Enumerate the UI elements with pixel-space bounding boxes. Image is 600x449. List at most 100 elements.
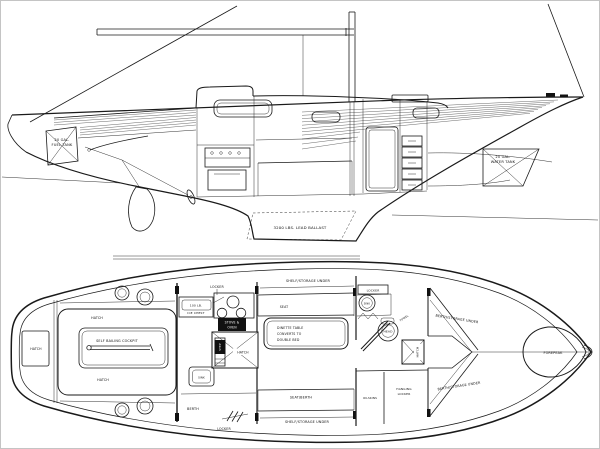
oven-front [207, 169, 247, 191]
stove-knob-2 [219, 151, 223, 155]
dinette-table-inner [266, 320, 346, 347]
doghouse-window-inner [216, 102, 270, 115]
vberth-stbd-label: BERTH/STORAGE UNDER [437, 381, 481, 392]
sliding-hatch [391, 94, 429, 103]
trunk-top [252, 95, 449, 109]
stove-counter [213, 292, 255, 319]
stove-knob-1 [210, 151, 214, 155]
forepeak-plan: FOREPEAK [522, 326, 593, 378]
tiller-grip [86, 345, 92, 351]
propeller-hub [189, 195, 193, 199]
vberth-edge-port [429, 287, 479, 351]
head-door-line-2 [362, 322, 391, 352]
galley-sink-inner [192, 369, 211, 384]
seat-top-profile [257, 160, 353, 164]
stove-front [204, 147, 251, 168]
rudder-blade [128, 186, 156, 232]
ballast-outline: 3200 LBS. LEAD BALLAST [246, 210, 357, 241]
dinette-label-2: CONVERTS TO [277, 332, 302, 336]
planking-hatching [53, 99, 559, 150]
galley-sink-box [188, 366, 215, 387]
vberth-front-profile [427, 179, 511, 187]
hull-bottom-and-keel [25, 96, 584, 242]
shelf-zigzag [357, 312, 379, 320]
ballast-dashed-box [246, 210, 357, 241]
genoa-track-stbd [59, 400, 176, 404]
ice-chest-label-2: ICE CHEST [187, 311, 204, 315]
seat-port-label: SEAT [280, 305, 289, 309]
profile-view: 20 GAL. FUEL TANK 20 GAL. WATER TANK 320… [1, 3, 599, 242]
cockpit-seat-line [77, 129, 197, 139]
head-label: HEAD [383, 330, 393, 334]
bulkhead-tick-2 [175, 413, 179, 421]
cabin-sole [196, 193, 364, 198]
head-sink-inner [361, 297, 373, 309]
forward-hatch-label: HATCH [416, 347, 420, 358]
galley-sink-label: SINK [198, 376, 205, 380]
water-tank-symbol: 20 GAL. WATER TANK [482, 148, 540, 187]
seat-front-stbd [257, 388, 355, 391]
cockpit-label: SELF BAILING COCKPIT [96, 339, 139, 343]
genoa-track-port [59, 300, 176, 304]
ladder-hash-marks [221, 410, 249, 423]
head-sole [362, 190, 428, 195]
cockpit-coaming [57, 308, 177, 396]
vberth-inner-stbd [429, 352, 472, 405]
shelf-port-label: SHELF/STORAGE UNDER [286, 279, 331, 283]
stove-knob-4 [237, 151, 241, 155]
seat-back-stbd [257, 409, 355, 412]
forestay-line [547, 3, 585, 98]
head-sink-outer [358, 294, 376, 312]
rudder-head-fitting [149, 343, 154, 352]
forepeak-outline [522, 326, 587, 378]
interior-profile [196, 96, 553, 198]
bow-chock [560, 94, 568, 98]
quarter-berth-line [180, 392, 257, 395]
cockpit-hatch-fwd-label: HATCH [91, 316, 103, 320]
plan-view: HATCH SELF BAILING COCKPIT HATCH HATCH [10, 255, 593, 444]
propeller [186, 189, 196, 205]
seat-back-profile [255, 137, 353, 141]
forward-hatch-box [401, 339, 425, 365]
rigging [29, 3, 585, 196]
saloon-plan: SHELF/STORAGE UNDER SEAT DINETTE TABLE C… [255, 279, 357, 424]
deck-inner-line [18, 268, 578, 436]
cabin-profile [53, 85, 449, 139]
locker-top-edge [355, 369, 429, 372]
vberth-plan: HATCH BERTH/STORAGE UNDER BERTH/STORAGE … [401, 287, 481, 417]
water-tank-label-1: 20 GAL. [495, 155, 510, 159]
hanging-locker-label-2: LOCKER [398, 392, 411, 396]
galley-locker-label: LOCKER [210, 285, 224, 289]
aft-locker-label: LOCKER [217, 427, 231, 431]
vberth-top-profile [427, 152, 553, 163]
galley-plan: LOCKER 100 LB. ICE CHEST STOVE & OVEN ST… [175, 283, 259, 431]
vberth-filler [428, 335, 473, 369]
bulkhead-tick-1 [175, 286, 179, 294]
dinette-label-1: DINETTE TABLE [277, 326, 303, 330]
coaming-top [53, 107, 197, 119]
vberth-port-label: BERTH/STORAGE UNDER [435, 314, 479, 325]
quarter-berth-label: BERTH [187, 407, 199, 411]
head-counter [356, 293, 392, 317]
stem-arc-outer [583, 344, 593, 360]
forward-hatch-label-bg [414, 344, 421, 360]
ice-chest-leader [212, 296, 225, 304]
stove-label-box [218, 318, 246, 331]
companionway-hatch-label: HATCH [237, 351, 249, 355]
winches [114, 285, 154, 418]
hatch-label-bg [233, 348, 253, 355]
head-locker-box [357, 284, 389, 295]
transom-profile [7, 114, 27, 153]
bow-cleat [546, 93, 555, 97]
dinette-table [263, 317, 349, 350]
burner-2 [216, 307, 228, 319]
head-door [365, 126, 399, 192]
shelf-stbd-label: SHELF/STORAGE UNDER [285, 420, 330, 424]
lazarette-hatch-label: HATCH [30, 347, 42, 351]
ice-chest-box [178, 296, 214, 318]
backstay-line [29, 5, 238, 123]
shelf-line-port [259, 285, 355, 289]
seat-front-port [257, 314, 355, 317]
